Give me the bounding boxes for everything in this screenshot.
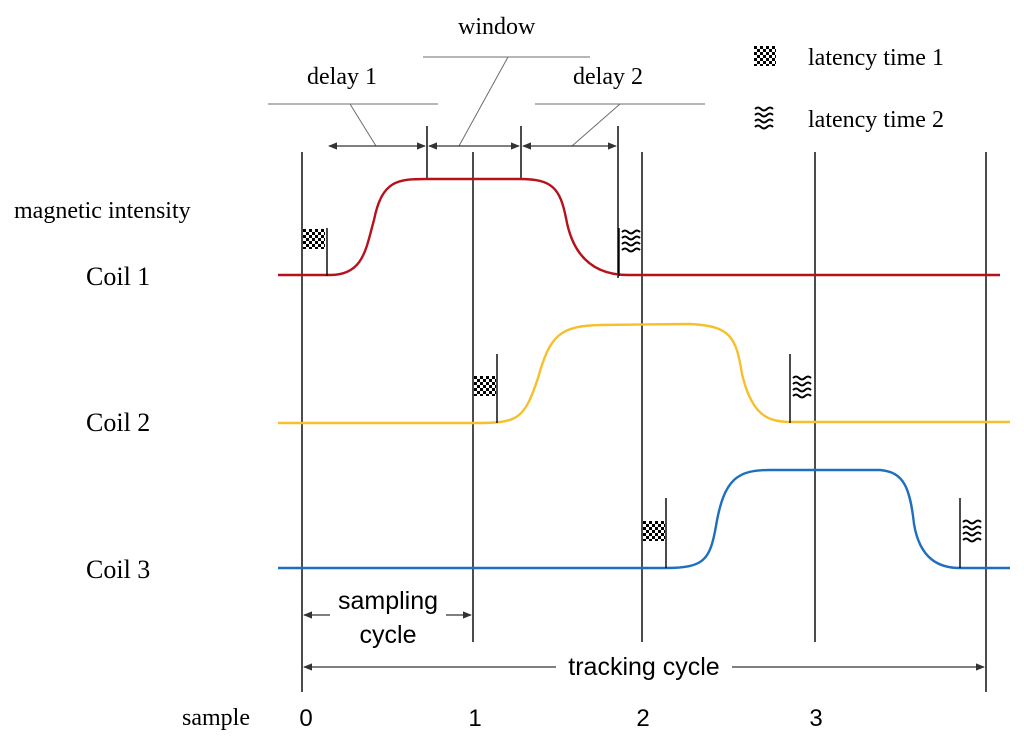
legend-latency-2-label: latency time 2 (808, 107, 944, 133)
coil-1-waveform (278, 177, 1000, 277)
coil-3-latency-1-icon (643, 521, 665, 541)
sampling-label: sampling (338, 587, 438, 615)
coil-1-latency-2-icon (621, 229, 641, 253)
sample-3-label: 3 (809, 705, 822, 732)
coil-3-label: Coil 3 (86, 555, 150, 584)
checkered-flag-icon (754, 46, 776, 66)
coil-2-waveform (278, 322, 1010, 425)
coil-2-latency-2-icon (792, 375, 812, 399)
delay-2-leader (571, 103, 621, 147)
wavy-lines-icon (754, 106, 774, 130)
coil-3-latency-2-icon (962, 519, 982, 543)
coil-3-waveform (278, 468, 1010, 570)
sample-0-label: 0 (299, 705, 312, 732)
magnetic-intensity-label: magnetic intensity (14, 198, 191, 224)
coil-2-label: Coil 2 (86, 408, 150, 437)
coil-1-label: Coil 1 (86, 262, 150, 291)
sample-axis-label: sample (182, 705, 250, 731)
delay-1-leader (349, 103, 377, 147)
sample-2-label: 2 (636, 705, 649, 732)
tracking-cycle-annotation: tracking cycle (303, 653, 985, 681)
tracking-cycle-label: tracking cycle (568, 653, 719, 681)
window-leader (458, 56, 509, 147)
delay-2-label: delay 2 (573, 64, 643, 90)
sampling-cycle-annotation: sampling cycle (303, 587, 472, 649)
legend-latency-1-label: latency time 1 (808, 45, 944, 71)
legend: latency time 1 latency time 2 (754, 45, 944, 133)
cycle-label: cycle (360, 621, 417, 649)
window-label: window (458, 14, 536, 40)
latency-markers (303, 228, 982, 568)
coil-1-latency-1-icon (303, 229, 325, 249)
delay-1-label: delay 1 (307, 64, 377, 90)
sample-1-label: 1 (468, 705, 481, 732)
timing-annotations: delay 1 window delay 2 (268, 14, 705, 278)
coil-2-latency-1-icon (474, 376, 496, 396)
